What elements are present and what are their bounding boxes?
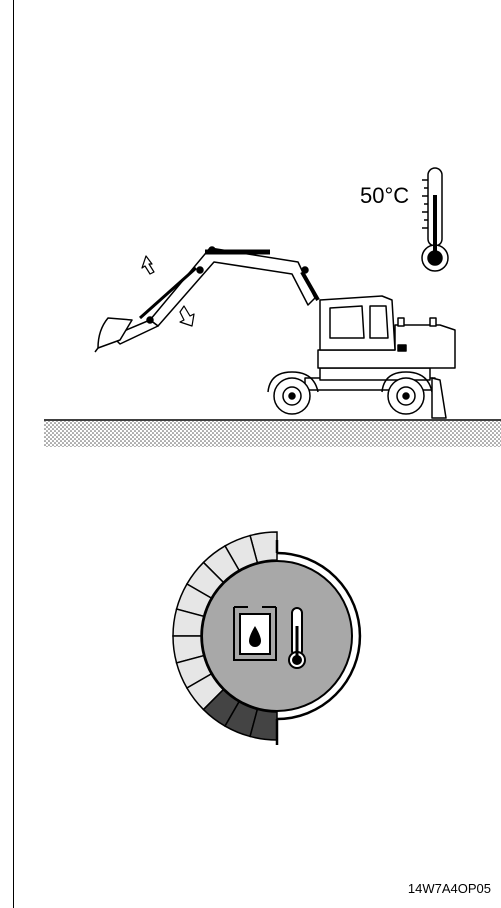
front-wheel: [387, 377, 425, 415]
gauge-segments: [172, 531, 278, 741]
gauge-thermometer-icon: [288, 607, 306, 669]
frame-left-border: [13, 0, 14, 908]
gauge-right-rim: [276, 551, 362, 721]
oil-tank-icon: [233, 606, 277, 661]
ground: [44, 419, 501, 447]
oil-temperature-gauge: [172, 531, 362, 745]
thermometer-icon: [421, 167, 449, 272]
figure-code: 14W7A4OP05: [407, 881, 491, 896]
rear-wheel: [273, 377, 311, 415]
temperature-label: 50°C: [360, 183, 410, 208]
excavator-drawing: [94, 246, 456, 419]
